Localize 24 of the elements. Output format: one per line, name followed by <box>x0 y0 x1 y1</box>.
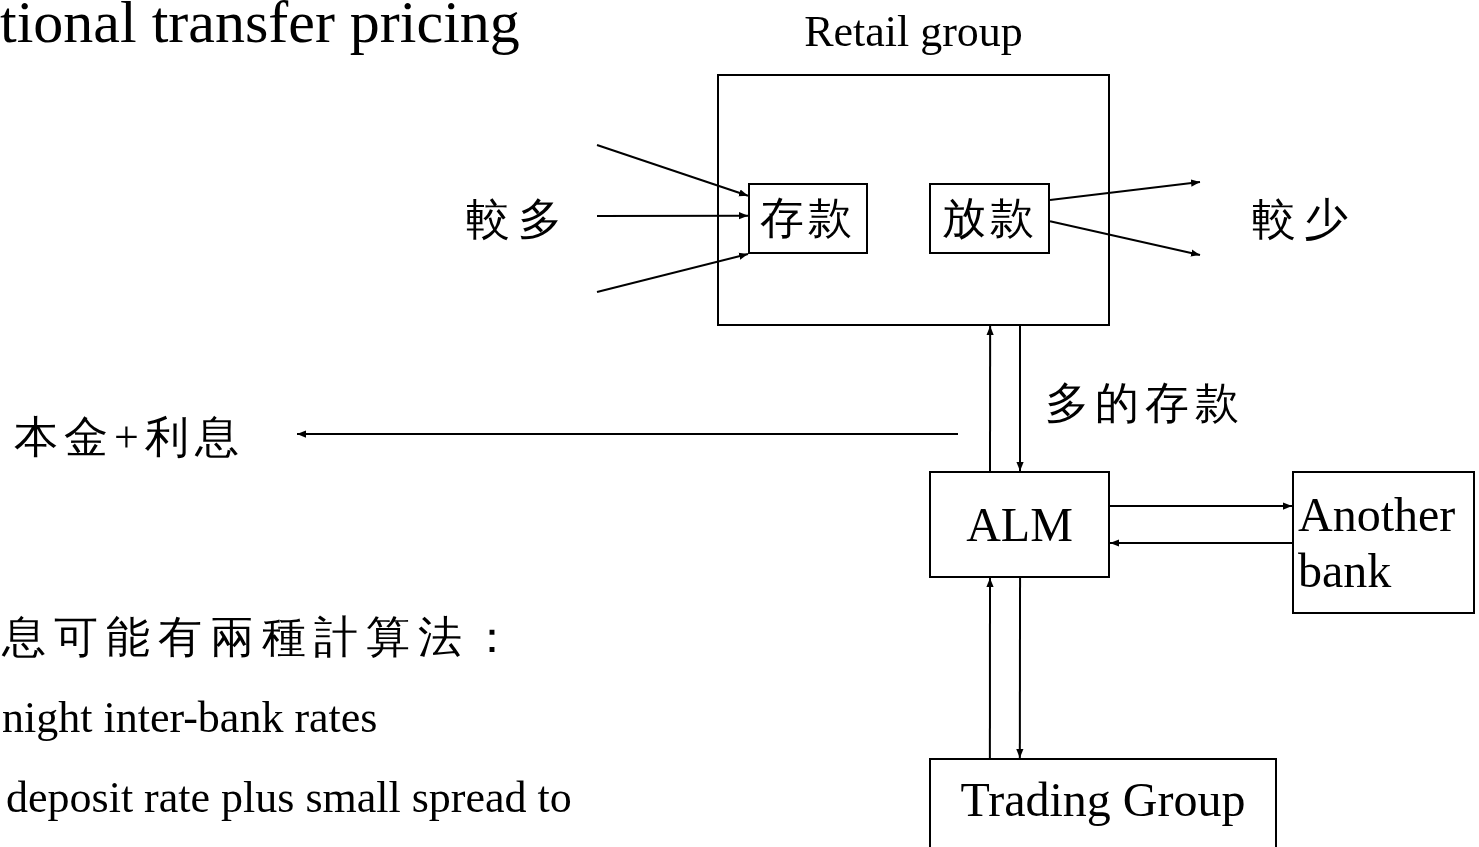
flow-label: 多的存款 <box>1045 382 1245 426</box>
note-text: deposit rate plus small spread to <box>6 776 572 820</box>
arrow <box>1016 577 1024 759</box>
arrow <box>1049 220 1201 257</box>
arrow <box>1109 502 1293 510</box>
group-heading: Retail group <box>803 10 1024 54</box>
process-box: Trading Group <box>929 758 1277 847</box>
note-text: 息可能有兩種計算法： <box>2 616 522 660</box>
arrow <box>1049 179 1201 202</box>
side-label: 較多 <box>466 198 570 242</box>
arrow <box>1016 325 1024 472</box>
arrow <box>596 212 749 220</box>
side-label: 較少 <box>1252 198 1356 242</box>
note-text: night inter-bank rates <box>2 696 378 740</box>
arrow <box>986 577 994 759</box>
arrow <box>296 430 959 438</box>
process-box: 放款 <box>929 183 1050 254</box>
arrow <box>596 252 749 293</box>
arrow <box>596 144 749 197</box>
process-box: ALM <box>929 471 1110 578</box>
arrow <box>1109 539 1293 547</box>
arrow <box>986 325 994 472</box>
process-box: Another bank <box>1292 471 1475 614</box>
process-box: 存款 <box>748 183 868 254</box>
